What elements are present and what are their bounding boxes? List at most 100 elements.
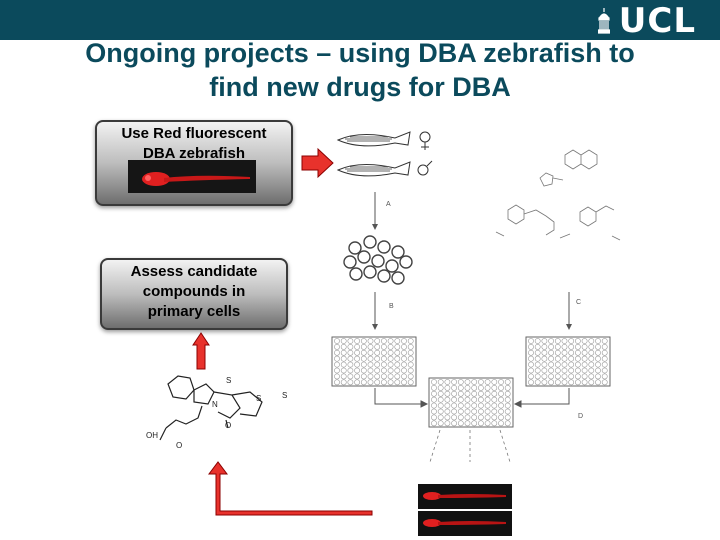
- well: [437, 390, 444, 397]
- atom-oh: OH: [146, 431, 158, 440]
- well: [471, 379, 478, 385]
- well: [464, 420, 471, 427]
- well: [541, 379, 548, 386]
- well: [360, 361, 367, 368]
- well: [367, 361, 374, 368]
- well: [554, 367, 561, 374]
- well: [588, 379, 595, 386]
- well: [534, 379, 541, 386]
- well: [484, 390, 491, 397]
- well: [534, 349, 541, 356]
- well: [464, 396, 471, 403]
- well: [554, 355, 561, 362]
- well: [347, 355, 354, 362]
- well: [554, 361, 561, 368]
- well: [334, 349, 340, 356]
- well: [401, 361, 407, 368]
- well: [437, 408, 444, 415]
- well: [601, 373, 608, 380]
- well-plate-right-icon: [525, 336, 611, 387]
- well: [367, 338, 374, 344]
- well: [374, 367, 381, 374]
- well: [561, 373, 568, 380]
- well: [595, 338, 601, 344]
- well: [387, 361, 394, 368]
- step2-label-line3: primary cells: [147, 303, 241, 320]
- well: [568, 355, 575, 362]
- well: [457, 408, 464, 415]
- well: [504, 420, 511, 427]
- well: [568, 379, 575, 386]
- well: [451, 408, 457, 415]
- well: [394, 373, 401, 380]
- atom-s3: S: [282, 391, 287, 400]
- well: [484, 420, 491, 427]
- well: [407, 379, 414, 386]
- well: [504, 414, 511, 421]
- well: [407, 343, 414, 350]
- well: [548, 367, 554, 374]
- well: [528, 361, 534, 368]
- well: [374, 349, 381, 356]
- well: [491, 384, 498, 391]
- red-arrow-right-icon: [301, 147, 334, 179]
- well: [407, 355, 414, 362]
- title-line-2: find new drugs for DBA: [209, 72, 511, 102]
- well: [548, 373, 554, 380]
- well: [471, 414, 478, 421]
- well: [601, 343, 608, 350]
- well: [394, 355, 401, 362]
- step1-label-line1: Use Red fluorescent: [121, 125, 267, 142]
- well: [451, 384, 457, 391]
- well: [595, 367, 601, 374]
- well: [541, 361, 548, 368]
- well: [444, 396, 451, 403]
- atom-s2: S: [256, 394, 261, 403]
- label-a: A: [386, 201, 391, 208]
- well: [394, 379, 401, 386]
- well: [437, 402, 444, 409]
- well: [374, 338, 381, 344]
- well-plate-left-icon: [331, 336, 417, 387]
- well: [541, 367, 548, 374]
- well: [334, 343, 340, 350]
- well: [407, 367, 414, 374]
- well: [431, 384, 437, 391]
- well: [340, 361, 347, 368]
- well: [504, 379, 511, 385]
- compound-structures-icon: [495, 149, 621, 241]
- well: [595, 349, 601, 356]
- well: [407, 349, 414, 356]
- well: [554, 343, 561, 350]
- well: [347, 343, 354, 350]
- well: [407, 361, 414, 368]
- well: [595, 343, 601, 350]
- well: [498, 414, 504, 421]
- well: [374, 355, 381, 362]
- well: [360, 355, 367, 362]
- well: [380, 361, 387, 368]
- well: [367, 367, 374, 374]
- well: [588, 355, 595, 362]
- atom-n: N: [212, 400, 218, 409]
- well: [367, 379, 374, 386]
- slide-title: Ongoing projects – using DBA zebrafish t…: [40, 36, 680, 104]
- well: [451, 402, 457, 409]
- well: [401, 355, 407, 362]
- well: [354, 349, 360, 356]
- well: [561, 338, 568, 344]
- well: [394, 338, 401, 344]
- ucl-dome-icon: [598, 8, 610, 34]
- step2-label-line1: Assess candidate: [130, 263, 258, 280]
- well: [380, 349, 387, 356]
- well: [575, 338, 581, 344]
- well: [471, 420, 478, 427]
- well: [534, 338, 541, 344]
- well: [561, 355, 568, 362]
- well: [380, 338, 387, 344]
- well: [431, 408, 437, 415]
- well: [575, 379, 581, 386]
- well: [347, 367, 354, 374]
- well: [477, 379, 484, 385]
- well: [360, 379, 367, 386]
